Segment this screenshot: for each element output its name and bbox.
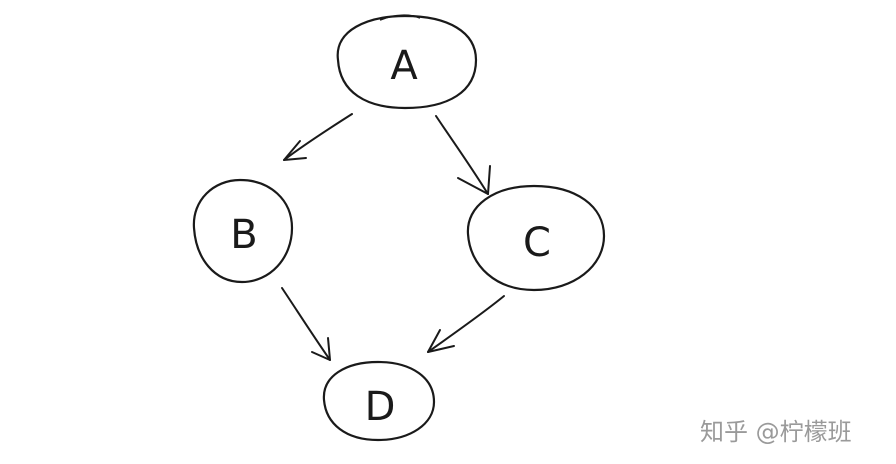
node-d: D: [322, 360, 436, 442]
edge-b-d: [281, 287, 331, 361]
node-a: A: [336, 14, 478, 110]
edge-a-b: [283, 113, 353, 161]
node-b-circle: [192, 178, 294, 284]
edge-b-d-arrowhead: [311, 337, 331, 361]
node-c-circle: [466, 184, 606, 292]
node-a-circle: [336, 14, 478, 110]
edge-a-c-arrowhead: [457, 165, 491, 195]
node-d-circle: [322, 360, 436, 442]
node-c-label: C: [523, 220, 551, 266]
node-b: B: [192, 178, 294, 284]
node-d-label: D: [365, 384, 396, 430]
watermark: 知乎 @柠檬班: [700, 418, 852, 446]
edge-c-d-arrowhead: [427, 329, 455, 353]
edge-c-d: [427, 295, 505, 353]
edge-a-c: [435, 115, 491, 195]
node-c: C: [466, 184, 606, 292]
node-b-label: B: [230, 212, 257, 258]
node-a-label: A: [390, 43, 418, 89]
edge-a-b-arrowhead: [283, 140, 307, 161]
